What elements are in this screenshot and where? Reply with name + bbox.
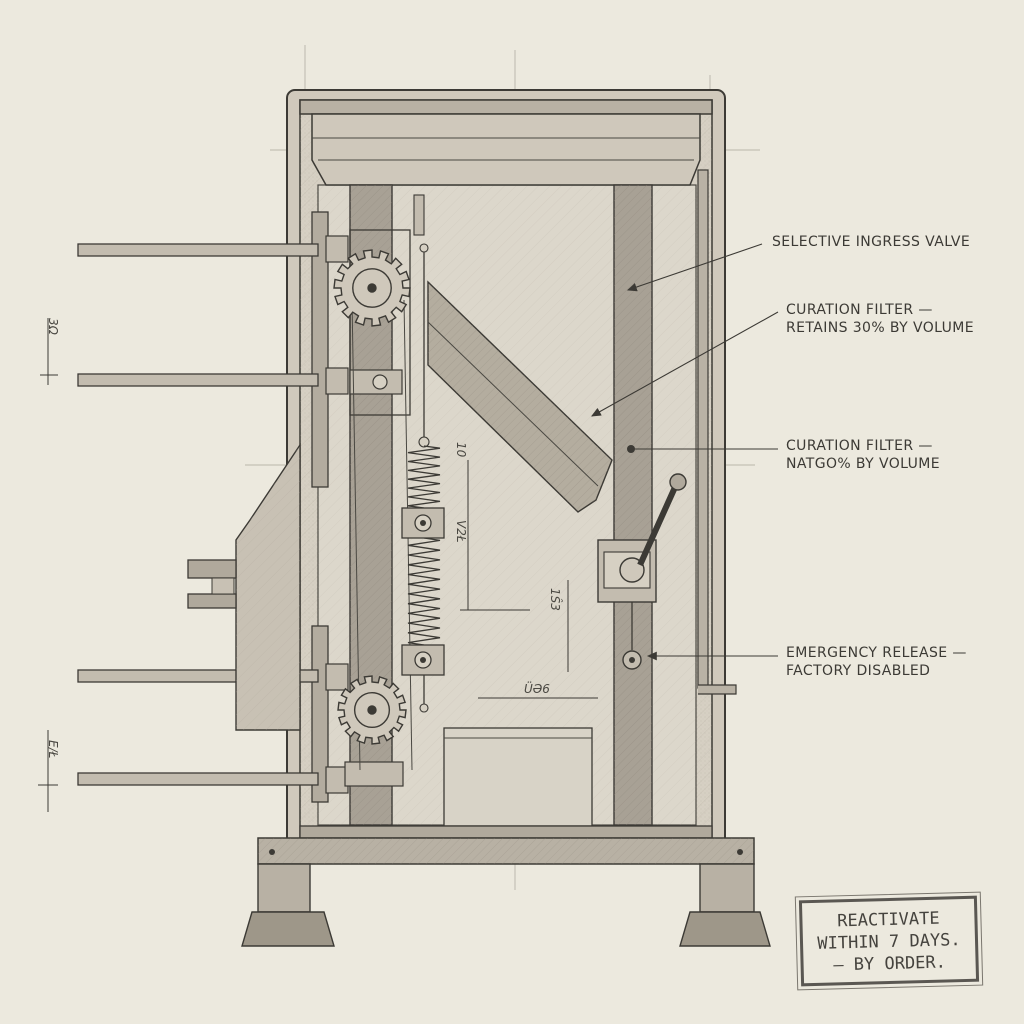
label-curation-filter-1-title: CURATION FILTER — [786,302,933,318]
left-side-bracket [187,442,301,731]
label-curation-filter-1-detail: RETAINS 30% BY VOLUME [786,320,974,336]
label-emergency-release-title: EMERGENCY RELEASE — [786,645,967,661]
label-emergency-release-detail: FACTORY DISABLED [786,663,931,679]
dimension-left-top: 3Ω [46,318,60,335]
dimension-spring-top: 10 [454,442,468,458]
label-selective-ingress-valve: SELECTIVE INGRESS VALVE [772,234,971,250]
stamp-line-2: WITHIN 7 DAYS. [817,930,961,954]
dimension-lines [38,318,598,812]
base-frame [241,825,771,947]
diagonal-chute [427,280,613,513]
right-guide-column [613,184,653,826]
release-lever-mechanism [597,445,687,670]
dimension-left-bottom: E/Ł [46,740,60,759]
drive-gear-bottom-icon [337,675,407,745]
label-curation-filter-2-title: CURATION FILTER — [786,438,933,454]
right-outer-rail [697,169,737,695]
reactivation-stamp: REACTIVATE WITHIN 7 DAYS. — BY ORDER. [794,891,984,991]
label-curation-filter-2-detail: NATGO% BY VOLUME [786,456,941,472]
leader-lines [591,243,779,661]
stamp-line-3: — BY ORDER. [833,952,947,976]
drive-gear-top-icon [333,249,411,327]
dimension-center-mid: 1Ŝ3 [548,588,562,611]
bottom-compartment [443,727,593,827]
top-hopper [299,99,713,186]
dimension-spring-mid: V2Ł [454,520,468,543]
dimension-bottom: ÜƏ6 [524,682,550,696]
spring-assembly [401,194,445,713]
